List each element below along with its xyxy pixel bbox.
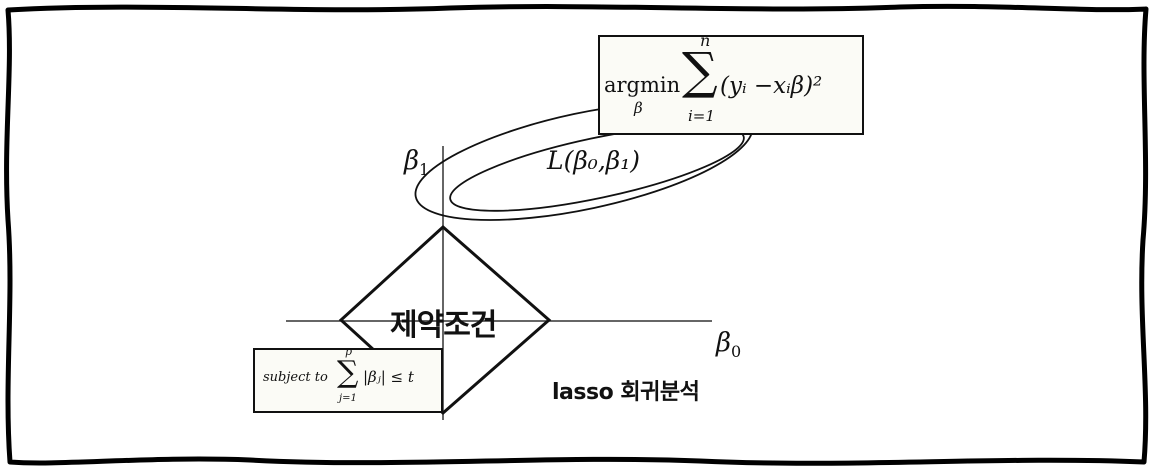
loss-function-label: L(β₀,β₁) [547,146,641,175]
objective-formula-box: argmin β n ∑ i=1 (yᵢ −xᵢβ)² [598,31,864,135]
constraint-expression: |βⱼ| ≤ t [363,368,414,386]
sum-upper-limit: n [700,31,711,50]
objective-expression: (yᵢ −xᵢβ)² [720,73,823,99]
argmin-subscript: β [634,99,643,117]
constraint-diamond [338,224,552,416]
constraint-sum-upper-limit: p [345,345,353,358]
subject-to-text: subject to [263,370,328,385]
loss-contour-inner [449,124,745,212]
argmin-operator: argmin [604,73,681,97]
lasso-caption: lasso 회귀분석 [552,380,700,405]
constraint-region-label: 제약조건 [390,308,497,343]
beta1-axis-label: β1 [404,146,430,180]
beta0-axis-label: β0 [716,328,742,362]
constraint-summation-symbol: ∑ [337,355,359,390]
summation-symbol: ∑ [682,42,718,100]
constraint-formula-box: subject to p ∑ j=1 |βⱼ| ≤ t [253,345,443,413]
constraint-sum-lower-limit: j=1 [339,393,357,404]
sum-lower-limit: i=1 [688,107,715,125]
wavy-frame [4,3,1149,466]
